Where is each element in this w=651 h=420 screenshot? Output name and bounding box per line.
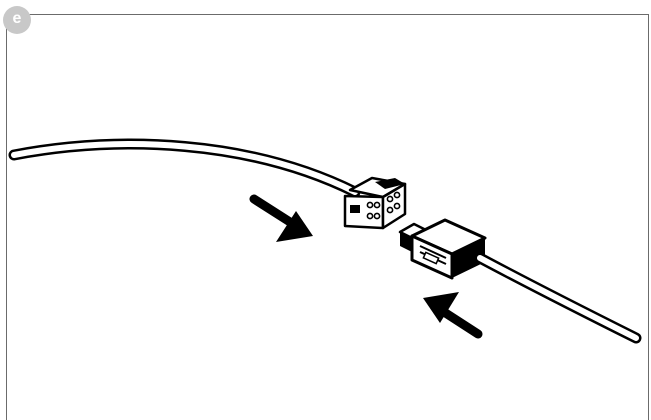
connector-plug-icon	[398, 218, 487, 280]
cable-right-icon	[474, 252, 642, 344]
arrow-up-left-icon	[423, 292, 483, 339]
illustration-frame	[6, 14, 649, 420]
arrow-down-right-icon	[249, 194, 313, 242]
cable-left-icon	[8, 138, 361, 198]
step-badge: e	[3, 6, 31, 34]
connector-jack-icon	[343, 176, 407, 230]
